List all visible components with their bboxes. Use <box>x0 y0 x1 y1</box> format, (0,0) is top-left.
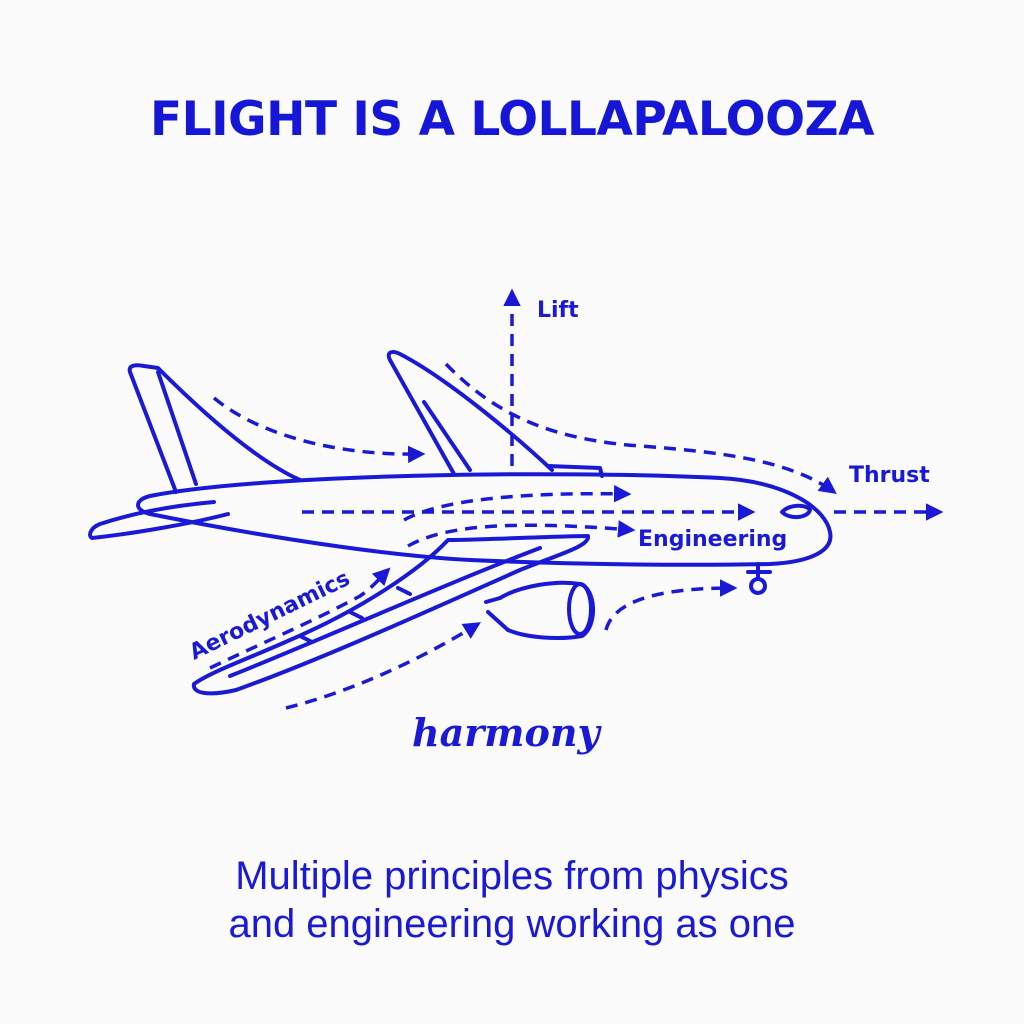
tail-fin-rudder <box>156 370 198 486</box>
airflow-engine-curve <box>604 579 738 631</box>
engine-nacelle <box>498 580 596 640</box>
upper-wing-root <box>546 464 604 478</box>
airflow-aerodynamics <box>209 567 391 670</box>
cockpit-window <box>780 503 812 519</box>
caption-line-1: Multiple principles from physics <box>235 854 789 898</box>
lower-wing <box>191 534 590 696</box>
airflow-upper-mid <box>403 484 632 522</box>
airflow-to-engineering <box>407 520 636 548</box>
tail-fin <box>127 363 302 494</box>
landing-gear-wheel <box>749 577 767 595</box>
airflow-upper-long <box>444 362 837 495</box>
engineering-label: Engineering <box>638 527 787 552</box>
fuselage <box>136 472 833 567</box>
page-title: FLIGHT IS A LOLLAPALOOZA <box>150 92 874 147</box>
lift-label: Lift <box>537 298 579 323</box>
landing-gear <box>746 562 772 580</box>
harmony-label: harmony <box>412 710 602 755</box>
airflow-lower <box>285 622 481 710</box>
engine-intake <box>567 582 593 636</box>
airplane <box>88 350 833 696</box>
upper-wing <box>386 350 554 476</box>
lower-wing-spar <box>228 546 542 678</box>
lower-wing-flap <box>298 586 412 644</box>
caption-line-2: and engineering working as one <box>228 902 796 946</box>
horizontal-stabilizer <box>88 500 230 540</box>
upper-wing-flap <box>422 400 472 472</box>
airflow-tail-curve <box>212 396 426 464</box>
caption: Multiple principles from physics and eng… <box>0 852 1024 948</box>
engine-pylon <box>484 596 510 632</box>
thrust-label: Thrust <box>849 463 930 488</box>
airflow-arrows <box>209 288 944 710</box>
